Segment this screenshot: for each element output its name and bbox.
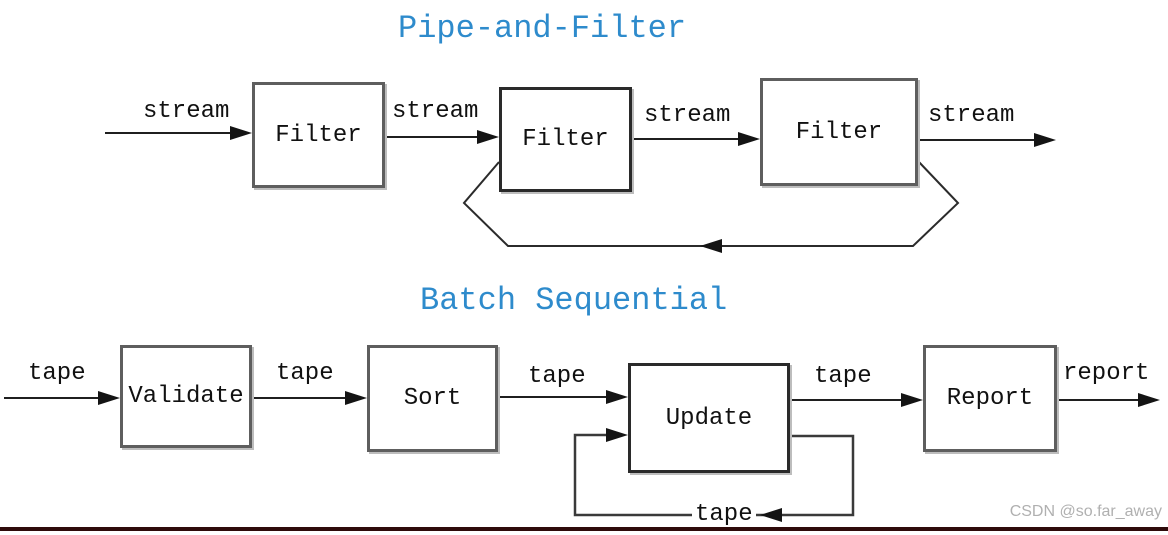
validate-box: Validate bbox=[120, 345, 252, 448]
edge-label-tape-validate-sort: tape bbox=[276, 360, 334, 387]
edge-label-tape-loop: tape bbox=[692, 501, 756, 528]
filter-box-2: Filter bbox=[499, 87, 632, 192]
arrow-update-report bbox=[792, 393, 923, 407]
arrowhead-right-icon bbox=[230, 126, 252, 140]
edge-label-stream-out: stream bbox=[928, 102, 1015, 129]
arrow-filter1-filter2 bbox=[387, 130, 499, 144]
sort-box: Sort bbox=[367, 345, 498, 452]
arrow-report-out bbox=[1059, 393, 1160, 407]
edge-label-tape-in: tape bbox=[28, 360, 86, 387]
bottom-divider bbox=[0, 527, 1168, 531]
arrowhead-right-icon bbox=[901, 393, 923, 407]
edge-label-stream-in: stream bbox=[143, 98, 230, 125]
arrow-validate-sort bbox=[254, 391, 367, 405]
arrowhead-left-icon bbox=[760, 508, 782, 522]
arrowhead-right-icon bbox=[1138, 393, 1160, 407]
filter-box-1-label: Filter bbox=[275, 121, 362, 149]
edge-label-tape-sort-update: tape bbox=[528, 363, 586, 390]
arrowhead-right-icon bbox=[1034, 133, 1056, 147]
arrowhead-left-icon bbox=[700, 239, 722, 253]
arrowhead-right-icon bbox=[606, 390, 628, 404]
arrowhead-right-icon bbox=[98, 391, 120, 405]
filter-box-3-label: Filter bbox=[795, 118, 883, 146]
arrow-filter2-filter3 bbox=[634, 132, 760, 146]
report-box-label: Report bbox=[946, 385, 1034, 412]
edge-label-report-out: report bbox=[1063, 360, 1150, 387]
feedback-loop-filter3-filter2 bbox=[462, 160, 960, 253]
sort-box-label: Sort bbox=[403, 385, 462, 412]
update-box: Update bbox=[628, 363, 790, 473]
edge-label-stream-f1-f2: stream bbox=[392, 98, 479, 125]
pipe-and-filter-title: Pipe-and-Filter bbox=[398, 10, 687, 47]
batch-sequential-title: Batch Sequential bbox=[420, 282, 728, 319]
filter-box-2-label: Filter bbox=[522, 126, 609, 153]
arrowhead-right-icon bbox=[345, 391, 367, 405]
report-box: Report bbox=[923, 345, 1057, 452]
arrow-sort-update bbox=[500, 390, 628, 404]
edge-label-stream-f2-f3: stream bbox=[644, 102, 731, 129]
filter-box-3: Filter bbox=[760, 78, 918, 186]
arrowhead-right-icon bbox=[477, 130, 499, 144]
edge-label-tape-update-report: tape bbox=[814, 363, 872, 390]
arrow-tape-in bbox=[4, 391, 120, 405]
arrowhead-right-icon bbox=[738, 132, 760, 146]
validate-box-label: Validate bbox=[128, 383, 244, 410]
arrow-stream-in bbox=[105, 126, 252, 140]
arrow-stream-out bbox=[920, 133, 1056, 147]
filter-box-1: Filter bbox=[252, 82, 385, 188]
csdn-watermark: CSDN @so.far_away bbox=[1009, 503, 1162, 520]
arrowhead-right-icon bbox=[606, 428, 628, 442]
update-box-label: Update bbox=[665, 404, 753, 432]
